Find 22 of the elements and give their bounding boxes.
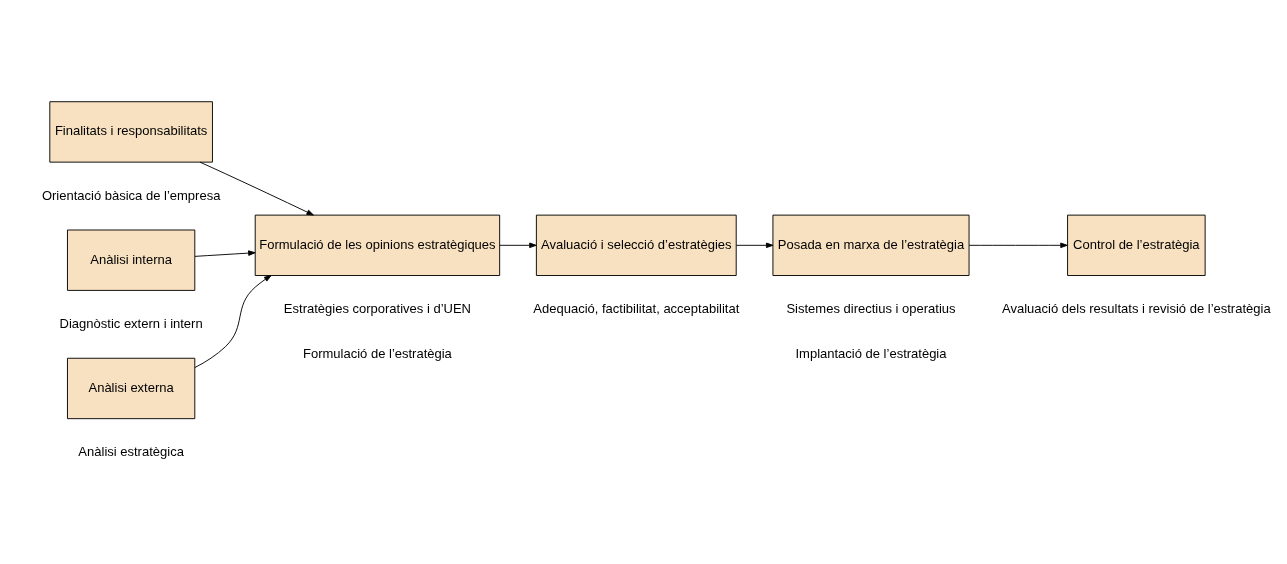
label: Diagnòstic extern i intern <box>59 315 203 331</box>
node-box: Anàlisi externa <box>67 357 196 419</box>
arrow <box>194 249 256 257</box>
label: Anàlisi estratègica <box>78 443 184 459</box>
label: Formulació de l’estratègia <box>303 345 452 361</box>
arrow <box>194 274 272 368</box>
node-box: Finalitats i responsabilitats <box>49 100 213 163</box>
label: Sistemes directius i operatius <box>786 300 956 316</box>
label: Avaluació dels resultats i revisió de l’estratègia <box>1002 300 1271 316</box>
label: Estratègies corporatives i d’UEN <box>283 300 472 316</box>
node-box: Posada en marxa de l’estratègia <box>772 214 970 276</box>
node-box: Anàlisi interna <box>67 229 196 291</box>
node-box: Formulació de les opinions estratègiques <box>254 214 501 276</box>
label: Implantació de l’estratègia <box>795 345 947 361</box>
arrow <box>499 242 537 248</box>
arrow <box>199 161 314 216</box>
node-box: Avaluació i selecció d’estratègies <box>535 214 737 276</box>
label: Adequació, factibilitat, acceptabilitat <box>533 300 740 316</box>
arrow <box>968 242 1068 248</box>
node-box: Control de l’estratègia <box>1067 214 1206 276</box>
label: Orientació bàsica de l’empresa <box>41 187 221 202</box>
arrow <box>735 242 774 248</box>
